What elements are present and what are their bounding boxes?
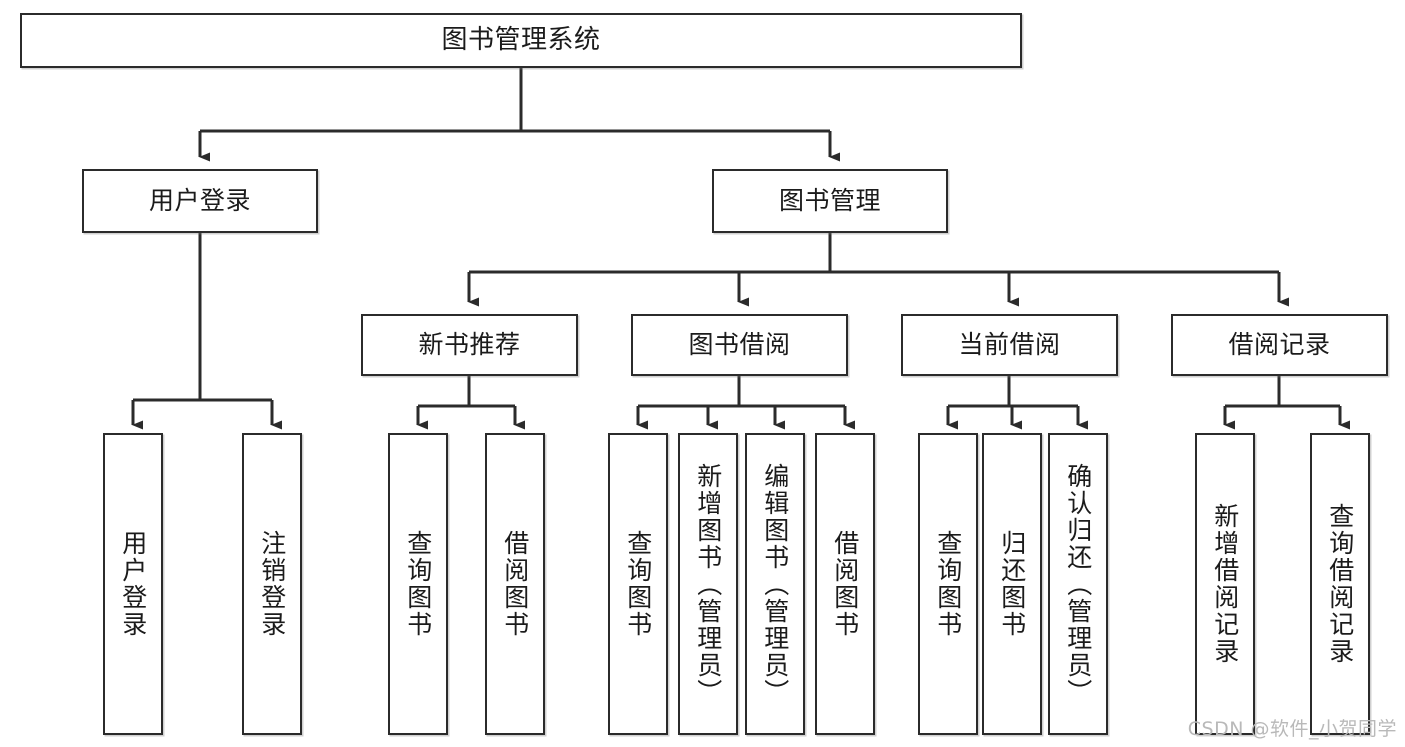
node-label: 借阅图书 — [830, 530, 860, 638]
node-label: 查询借阅记录 — [1325, 503, 1355, 665]
node-borrow-record[interactable]: 借阅记录 — [1171, 314, 1388, 376]
node-label: 借阅图书 — [500, 530, 530, 638]
node-label: 借阅记录 — [1228, 329, 1331, 359]
node-label: 新增借阅记录 — [1210, 503, 1240, 665]
node-leaf-add-book-admin[interactable]: 新增图书（管理员） — [678, 433, 738, 735]
node-leaf-query-book-1[interactable]: 查询图书 — [388, 433, 448, 735]
node-label: 确认归还（管理员） — [1063, 462, 1093, 706]
node-label: 图书借阅 — [688, 329, 791, 359]
node-book-borrow[interactable]: 图书借阅 — [631, 314, 848, 376]
node-leaf-borrow-book-1[interactable]: 借阅图书 — [485, 433, 545, 735]
node-root-book-management-system[interactable]: 图书管理系统 — [20, 13, 1022, 68]
watermark-text: CSDN @软件_小贺同学 — [1187, 718, 1397, 740]
node-leaf-edit-book-admin[interactable]: 编辑图书（管理员） — [745, 433, 805, 735]
node-label: 注销登录 — [257, 530, 287, 638]
node-label: 用户登录 — [118, 530, 148, 638]
node-label: 当前借阅 — [958, 329, 1061, 359]
node-label: 图书管理 — [778, 185, 881, 215]
node-label: 查询图书 — [403, 530, 433, 638]
node-label: 新增图书（管理员） — [693, 462, 723, 706]
node-leaf-query-record[interactable]: 查询借阅记录 — [1310, 433, 1370, 735]
node-label: 归还图书 — [997, 530, 1027, 638]
node-label: 查询图书 — [933, 530, 963, 638]
node-user-login[interactable]: 用户登录 — [82, 169, 318, 233]
node-leaf-user-login[interactable]: 用户登录 — [103, 433, 163, 735]
node-label: 查询图书 — [623, 530, 653, 638]
node-leaf-add-record[interactable]: 新增借阅记录 — [1195, 433, 1255, 735]
node-new-book-recommendation[interactable]: 新书推荐 — [361, 314, 578, 376]
node-leaf-query-book-3[interactable]: 查询图书 — [918, 433, 978, 735]
node-leaf-borrow-book-2[interactable]: 借阅图书 — [815, 433, 875, 735]
node-label: 图书管理系统 — [441, 24, 601, 55]
node-leaf-return-book[interactable]: 归还图书 — [982, 433, 1042, 735]
node-label: 编辑图书（管理员） — [760, 462, 790, 706]
node-leaf-logout[interactable]: 注销登录 — [242, 433, 302, 735]
node-leaf-query-book-2[interactable]: 查询图书 — [608, 433, 668, 735]
node-label: 新书推荐 — [418, 329, 521, 359]
node-label: 用户登录 — [148, 185, 251, 215]
node-book-management[interactable]: 图书管理 — [712, 169, 948, 233]
node-current-borrow[interactable]: 当前借阅 — [901, 314, 1118, 376]
node-leaf-confirm-return-admin[interactable]: 确认归还（管理员） — [1048, 433, 1108, 735]
